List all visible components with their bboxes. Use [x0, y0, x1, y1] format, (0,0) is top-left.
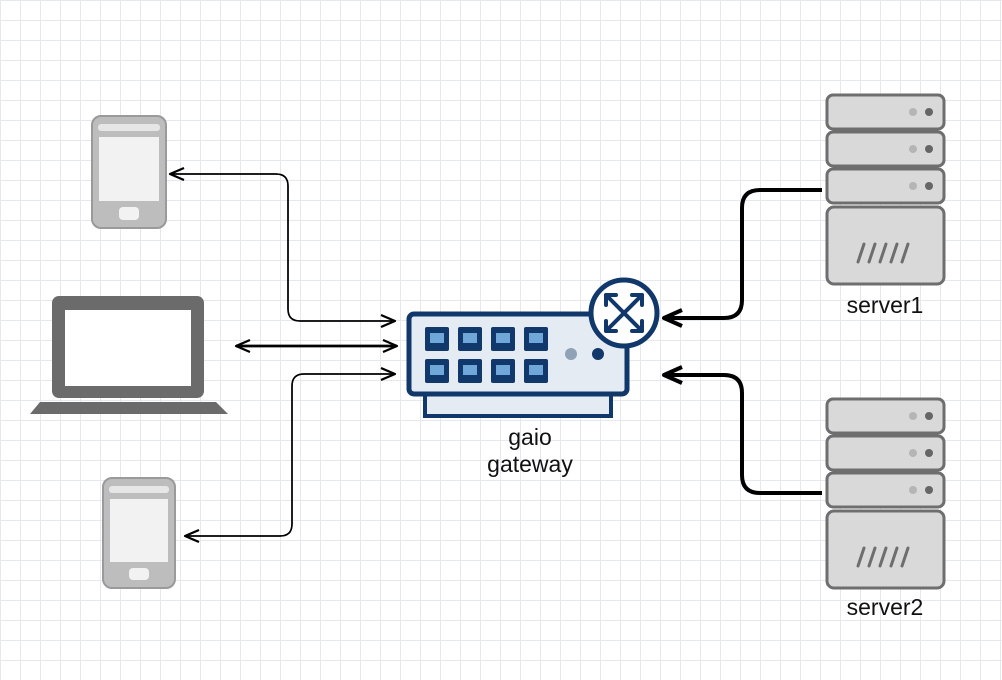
connectors [170, 174, 822, 536]
connector-gateway-to-phone-top [170, 174, 393, 322]
gateway-label: gaio gateway [460, 424, 600, 478]
gateway-label-line1: gaio [508, 424, 552, 450]
server-icon [825, 397, 946, 590]
server2-label: server2 [846, 594, 924, 620]
smartphone-icon [102, 477, 176, 589]
gateway-label-line2: gateway [487, 451, 573, 477]
router-icon [588, 277, 660, 349]
gateway-icon [406, 277, 660, 418]
laptop-icon [30, 296, 228, 414]
connector-phone-bottom-to-gateway [185, 374, 395, 537]
connector-server2-to-gateway [662, 365, 822, 495]
server-icon [825, 93, 946, 286]
connector-server1-to-gateway [662, 188, 822, 328]
smartphone-icon [91, 115, 167, 229]
connector-gateway-to-phone-bottom [185, 373, 393, 536]
connector-phone-top-to-gateway [170, 173, 395, 321]
server1-label: server1 [846, 292, 924, 318]
